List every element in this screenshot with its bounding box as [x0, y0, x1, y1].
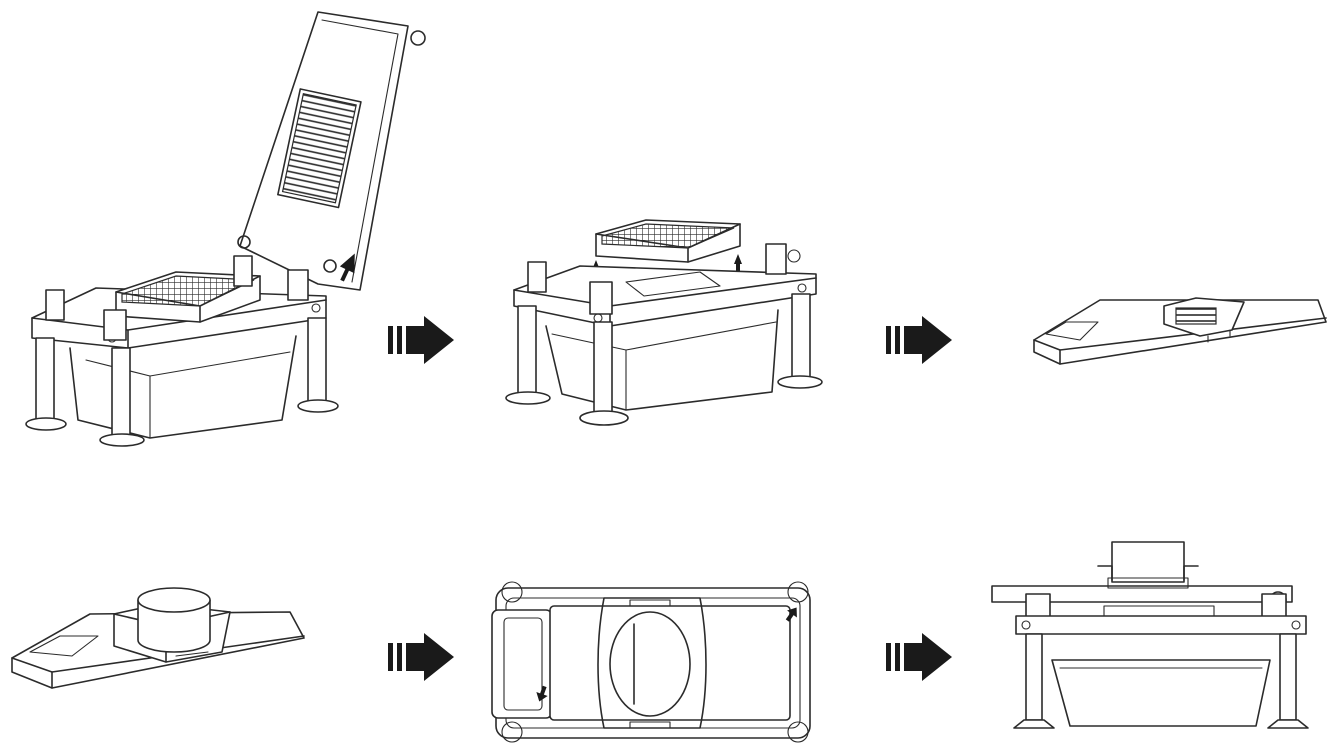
step-3-grid-on-tray [1033, 297, 1327, 365]
round-blade-holder [597, 597, 707, 729]
pusher-plate [277, 88, 362, 209]
step-1-slicer-open-lid [25, 11, 426, 447]
lid-arm [991, 585, 1293, 603]
right-arrow-icon [388, 316, 454, 364]
cleaning-tray [1033, 299, 1327, 365]
step-5-top-view [491, 581, 811, 743]
right-arrow-icon [388, 633, 454, 681]
tray [69, 335, 297, 439]
up-arrow-icon [339, 253, 355, 282]
right-arrow-icon [886, 633, 952, 681]
tray [1051, 659, 1271, 727]
leg [1025, 633, 1043, 721]
frame-top [1015, 615, 1307, 635]
cylinder-blade [137, 599, 211, 653]
arrow-icon [785, 607, 797, 622]
leg [517, 305, 537, 397]
step-6-side-view [991, 541, 1309, 729]
up-arrow-icon [734, 254, 742, 272]
step-4-round-blade-on-tray [11, 587, 305, 689]
cylinder-blade-top [609, 611, 691, 717]
leg [35, 337, 55, 423]
right-arrow-icon [886, 316, 952, 364]
step-2-lift-blade-grid [505, 219, 823, 426]
frame-top [513, 265, 817, 327]
tray [545, 309, 779, 411]
lid-arm [239, 11, 409, 291]
pusher-block [1111, 541, 1185, 583]
arrow-icon [536, 685, 548, 702]
